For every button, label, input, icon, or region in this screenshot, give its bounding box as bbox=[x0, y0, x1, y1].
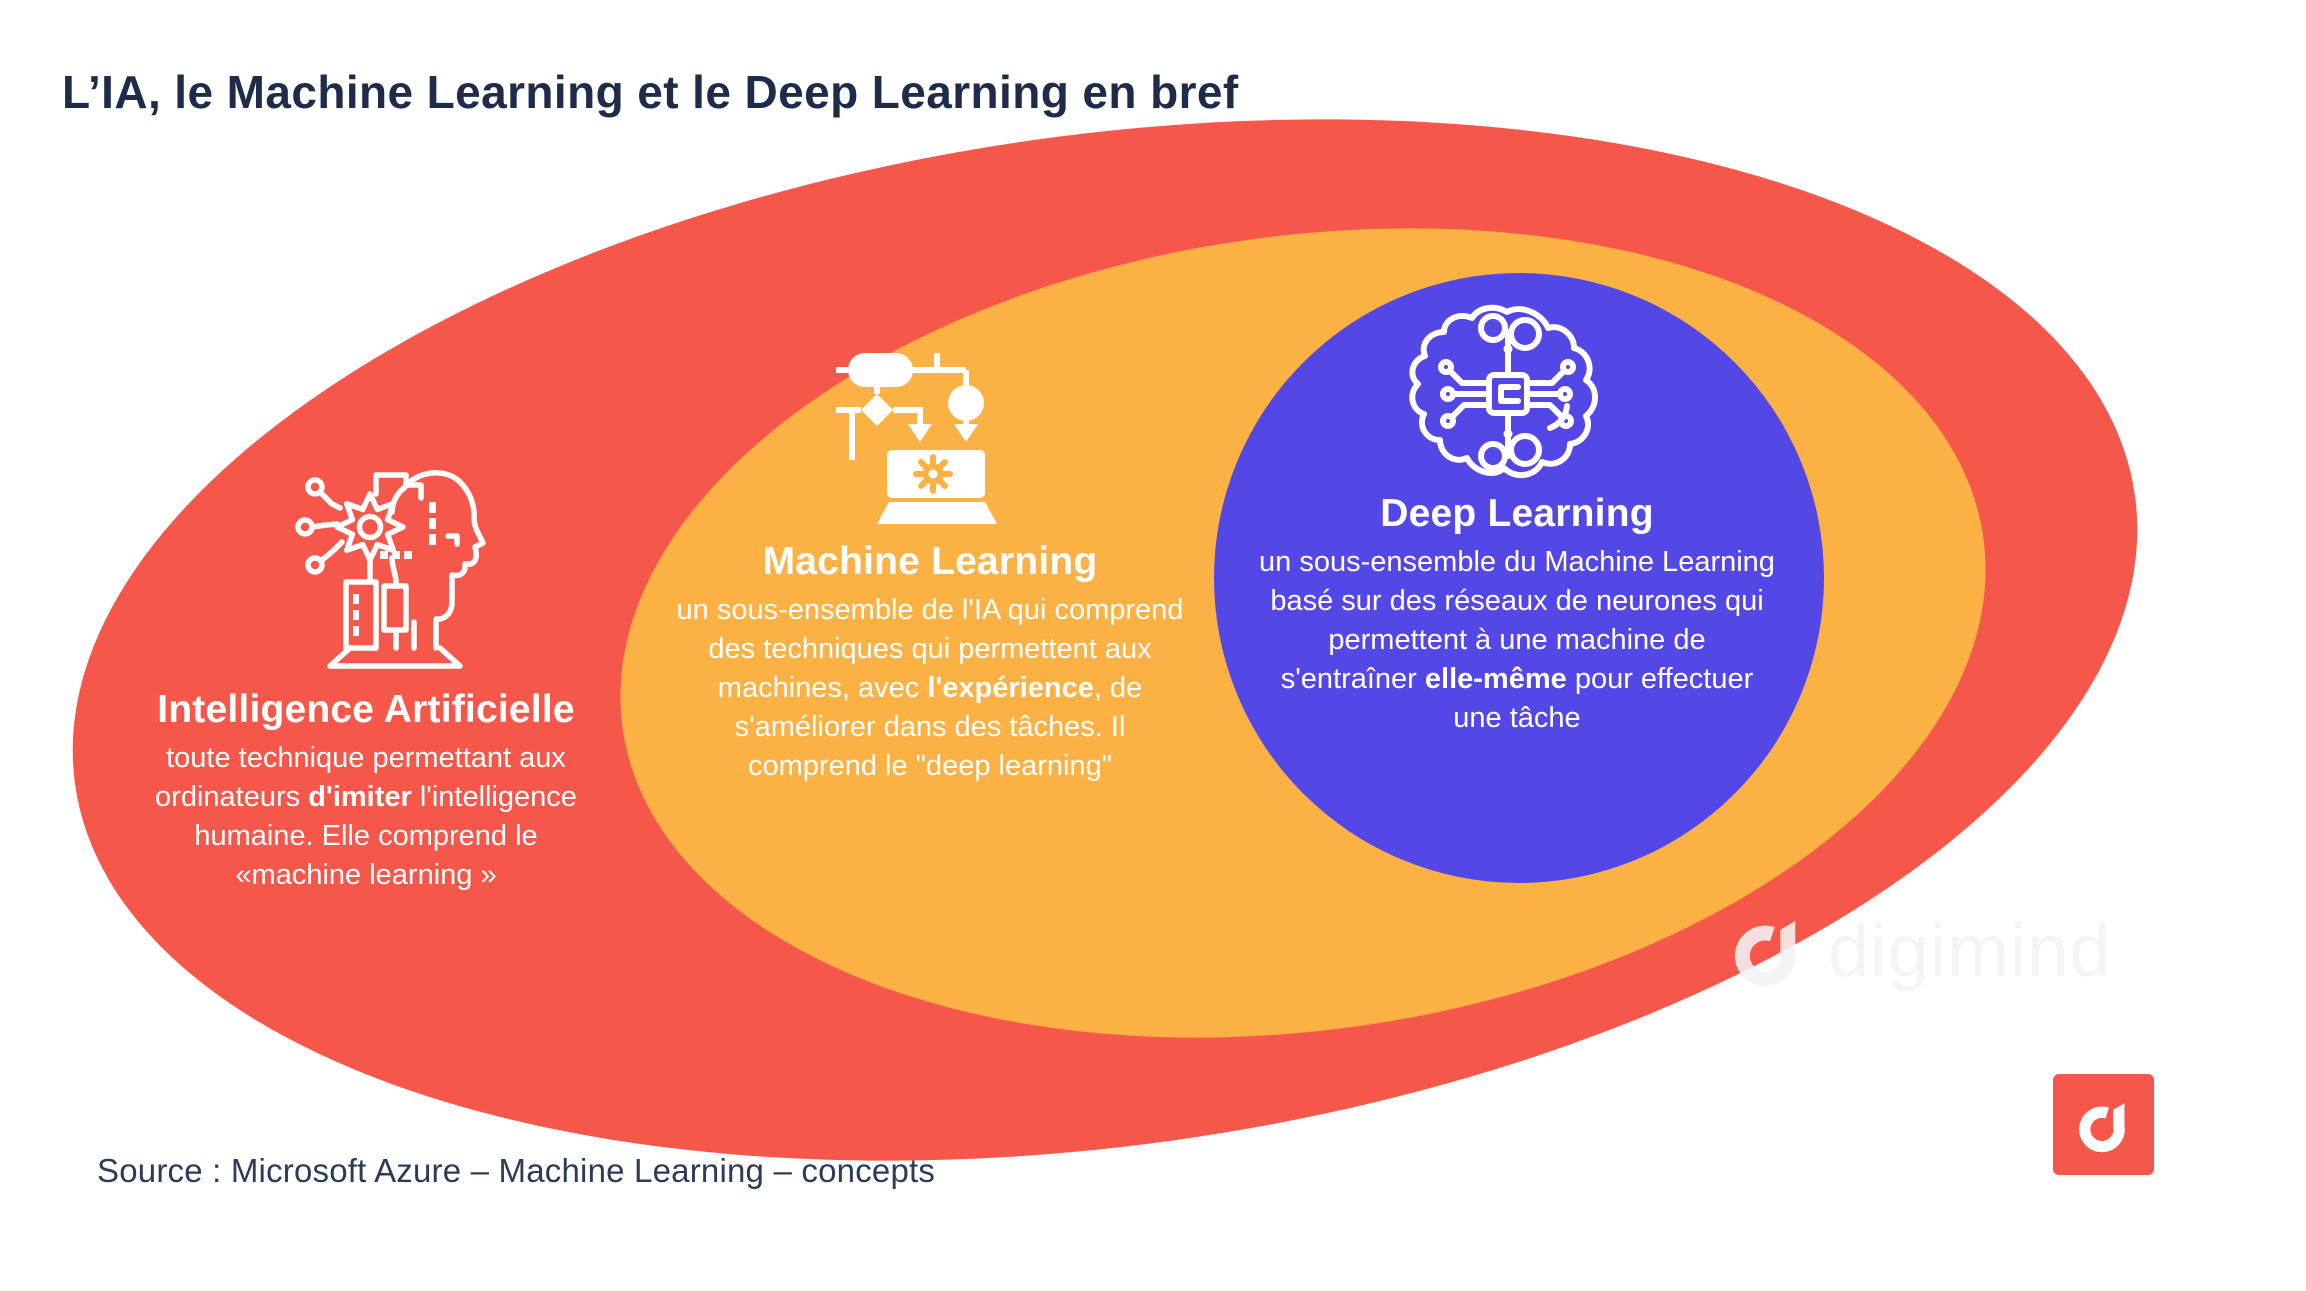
dl-description: un sous-ensemble du Machine Learning bas… bbox=[1259, 545, 1775, 734]
flowchart-laptop-icon bbox=[832, 348, 1000, 532]
ai-text-block: Intelligence Artificielle toute techniqu… bbox=[128, 688, 604, 895]
dl-title: Deep Learning bbox=[1380, 492, 1654, 535]
ml-text-block: Machine Learning un sous-ensemble de l'I… bbox=[652, 540, 1208, 786]
ai-title: Intelligence Artificielle bbox=[157, 688, 575, 731]
dl-text-block: Deep Learning un sous-ensemble du Machin… bbox=[1230, 492, 1804, 738]
ml-description: un sous-ensemble de l'IA qui comprend de… bbox=[676, 593, 1184, 782]
page-title: L’IA, le Machine Learning et le Deep Lea… bbox=[62, 65, 1239, 118]
ai-description: toute technique permettant aux ordinateu… bbox=[155, 741, 577, 891]
brain-circuit-icon bbox=[1404, 302, 1610, 488]
ai-head-gear-icon bbox=[288, 462, 488, 672]
digimind-watermark-text: digimind bbox=[1828, 909, 2112, 992]
digimind-logo-d-icon bbox=[2078, 1102, 2125, 1152]
source-caption: Source : Microsoft Azure – Machine Learn… bbox=[97, 1152, 936, 1189]
digimind-logo bbox=[2053, 1074, 2154, 1175]
ml-title: Machine Learning bbox=[762, 540, 1098, 583]
